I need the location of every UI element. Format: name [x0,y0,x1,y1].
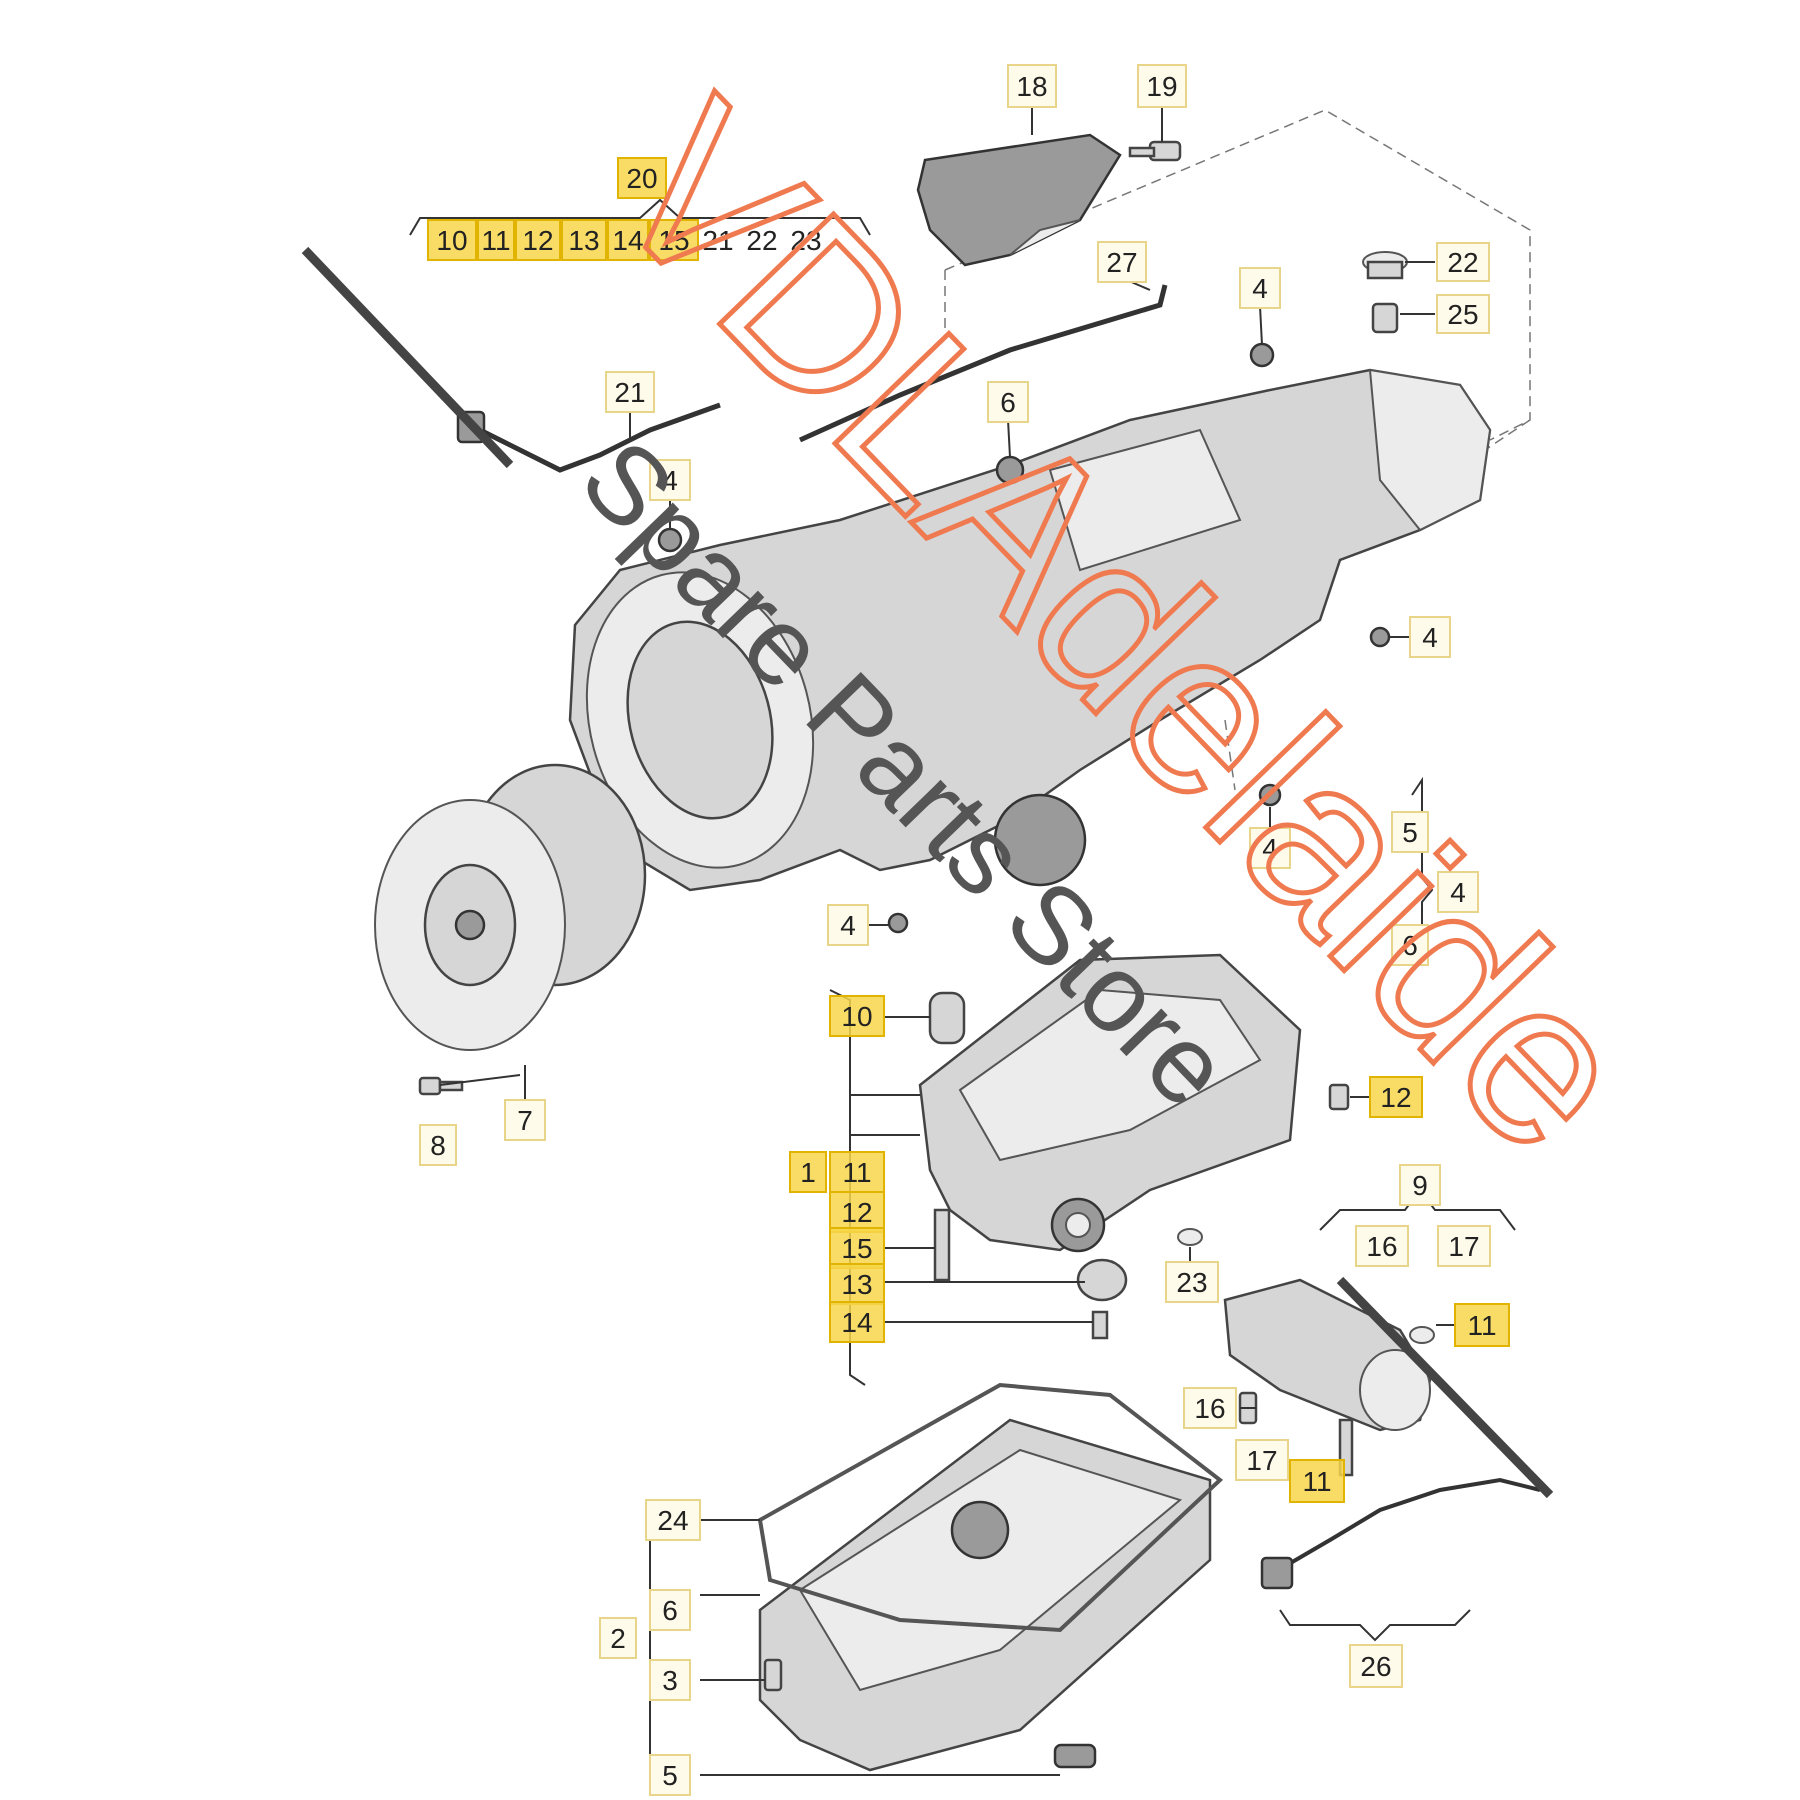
callout-8: 8 [430,1130,446,1161]
callout-20-14: 14 [612,225,643,256]
part-10-filter [928,991,966,1045]
part-2-oil-pan [758,1418,1212,1772]
callout-10: 10 [841,1001,872,1032]
callout-11-lower: 11 [1302,1466,1331,1497]
callout-11-right: 11 [1467,1310,1496,1341]
callout-14: 14 [841,1307,872,1338]
callout-18: 18 [1016,71,1047,102]
callout-11-column: 11 [842,1157,871,1188]
callout-16-top: 16 [1366,1231,1397,1262]
callout-4-left: 4 [662,465,678,496]
callout-25: 25 [1447,299,1478,330]
part-18-cover [916,133,1122,267]
part-7-torque-converter [374,763,647,1051]
part-4-nut-e [887,912,909,934]
callout-4-right: 4 [1422,622,1438,653]
callout-4-top: 4 [1252,273,1268,304]
part-23-oring [1177,1228,1203,1246]
part-14-bolt [1091,1310,1109,1340]
callout-12-column: 12 [841,1197,872,1228]
callout-20: 20 [626,163,657,194]
part-22-cap [1362,251,1408,280]
part-13-seal [1076,1258,1128,1302]
valve-body [918,953,1302,1253]
part-24-gasket [757,1382,1224,1633]
part-4-nut-c [1369,626,1391,648]
callout-17-top: 17 [1448,1231,1479,1262]
part-3-bolt [763,1658,783,1692]
part-12-bolt [1328,1083,1350,1111]
callout-20-21: 21 [702,225,733,256]
callout-5-bracket: 5 [1402,817,1418,848]
callout-27: 27 [1106,247,1137,278]
part-15-bolt [933,1208,951,1282]
callout-20-11: 11 [481,225,510,256]
watermark-strike-top [301,246,514,469]
callout-17-lower: 17 [1246,1445,1277,1476]
callout-6-bracket: 6 [1402,930,1418,961]
part-9-pump [1223,1278,1432,1432]
callout-6-top: 6 [1000,387,1016,418]
callout-12-right: 12 [1380,1082,1411,1113]
callout-4-lower: 4 [1262,833,1278,864]
callout-4-bracket: 4 [1450,877,1466,908]
callout-5-pan: 5 [662,1760,678,1791]
part-19-bolt [1128,140,1182,162]
callout-24: 24 [657,1505,688,1536]
part-25-plug [1371,302,1399,334]
callout-20-15: 15 [658,225,689,256]
callout-16-lower: 16 [1194,1393,1225,1424]
part-21-pipe [468,402,721,473]
callout-1: 1 [800,1157,816,1188]
callout-23: 23 [1176,1267,1207,1298]
callout-7: 7 [517,1105,533,1136]
part-4-nut-d [1258,783,1282,807]
callout-20-23: 23 [790,225,821,256]
callout-26: 26 [1360,1651,1391,1682]
callout-2: 2 [610,1623,626,1654]
watermark-strike-bottom [1336,1276,1554,1499]
callout-13: 13 [841,1269,872,1300]
callout-20-10: 10 [436,225,467,256]
callout-6-pan: 6 [662,1595,678,1626]
part-4-nut-a [1249,342,1275,368]
part-26-connector [1260,1556,1294,1590]
part-27-pipe [798,284,1168,443]
callout-20-12: 12 [522,225,553,256]
part-26-harness [1268,1477,1541,1577]
transmission-housing [568,368,1492,892]
callout-20-13: 13 [568,225,599,256]
part-5-plug [1053,1743,1097,1769]
callout-21: 21 [614,377,645,408]
callout-4-bottom: 4 [840,910,856,941]
callout-19: 19 [1146,71,1177,102]
callout-22: 22 [1447,247,1478,278]
callout-9: 9 [1412,1170,1428,1201]
callout-group-20: 10 11 12 13 14 15 21 22 23 [427,219,822,261]
callout-3: 3 [662,1665,678,1696]
callout-20-22: 22 [746,225,777,256]
callout-15: 15 [841,1233,872,1264]
part-11-oring [1409,1326,1435,1344]
part-8-bolt [418,1076,464,1096]
